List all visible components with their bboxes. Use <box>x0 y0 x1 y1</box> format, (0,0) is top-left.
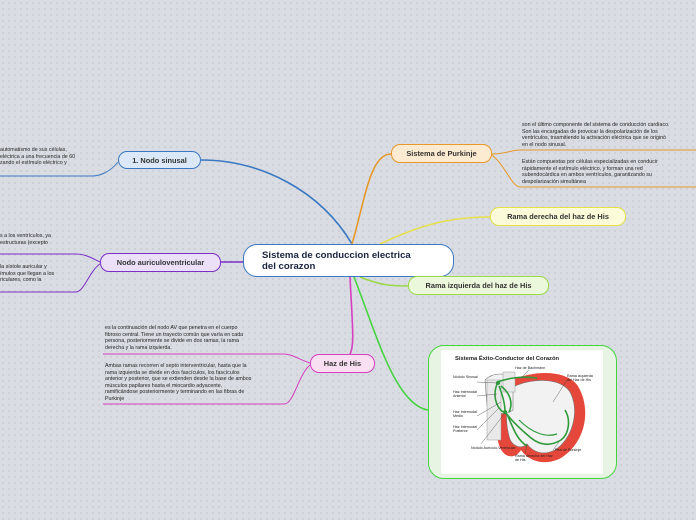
label-bachmann: Haz de Bachmann <box>515 366 546 370</box>
central-title-line2: del corazon <box>262 260 316 272</box>
branch-rama-izquierda[interactable]: Rama izquierda del haz de His <box>408 276 549 295</box>
branch-nodo-av[interactable]: Nodo auriculoventricular <box>100 253 221 272</box>
central-topic[interactable]: Sistema de conduccion electrica del cora… <box>243 244 454 277</box>
av-description-2[interactable]: la sístole auricular y ímulos que llegan… <box>0 264 55 284</box>
link-izquierda <box>359 276 409 287</box>
link-sinusal <box>200 159 353 245</box>
label-rama-derecha: Rama derecha del Haz de His <box>515 454 553 463</box>
label-internodal-medio: Haz Internodal Medio <box>453 410 477 419</box>
his-description-1[interactable]: es la continuación del nodo AV que penet… <box>105 325 244 351</box>
purkinje-description-1[interactable]: son el último componente del sistema de … <box>522 122 670 148</box>
purkinje-description-2[interactable]: Están compuestas por células especializa… <box>522 159 658 185</box>
label-nodulo-sinusal: Nódulo Sinusal <box>453 375 478 379</box>
label-red-purkinje: Red de Purkinje <box>555 448 582 452</box>
figure-title: Sistema Éxito-Conductor del Corazón <box>455 356 560 362</box>
link-his <box>349 276 354 355</box>
label-nodulo-av: Nódulo Aurículo-Ventricular <box>471 446 516 450</box>
branch-haz-his[interactable]: Haz de His <box>310 354 375 373</box>
label-internodal-posterior: Haz Internodal Posterior <box>453 425 477 434</box>
av-description-1[interactable]: s a los ventrículos, ya estructuras (exc… <box>0 233 51 246</box>
his-description-2[interactable]: Ambas ramas recorren el septo interventr… <box>105 363 252 402</box>
link-purkinje <box>351 153 392 245</box>
central-title-line1: Sistema de conduccion electrica <box>262 249 411 261</box>
branch-rama-derecha[interactable]: Rama derecha del haz de His <box>490 207 626 226</box>
label-rama-izquierda: Rama izquierda del Haz de His <box>567 374 593 383</box>
heart-illustration <box>476 369 586 463</box>
sinusal-description[interactable]: automatismo de sus células, eléctrica a … <box>0 147 76 167</box>
branch-nodo-sinusal[interactable]: 1. Nodo sinusal <box>118 151 201 169</box>
branch-purkinje[interactable]: Sistema de Purkinje <box>391 144 492 163</box>
label-internodal-anterior: Haz Internodal Anterior <box>453 390 477 399</box>
heart-conduction-figure: Sistema Éxito-Conductor del Corazón Haz … <box>441 350 603 474</box>
link-derecha <box>379 216 491 245</box>
link-imagen <box>353 276 429 411</box>
